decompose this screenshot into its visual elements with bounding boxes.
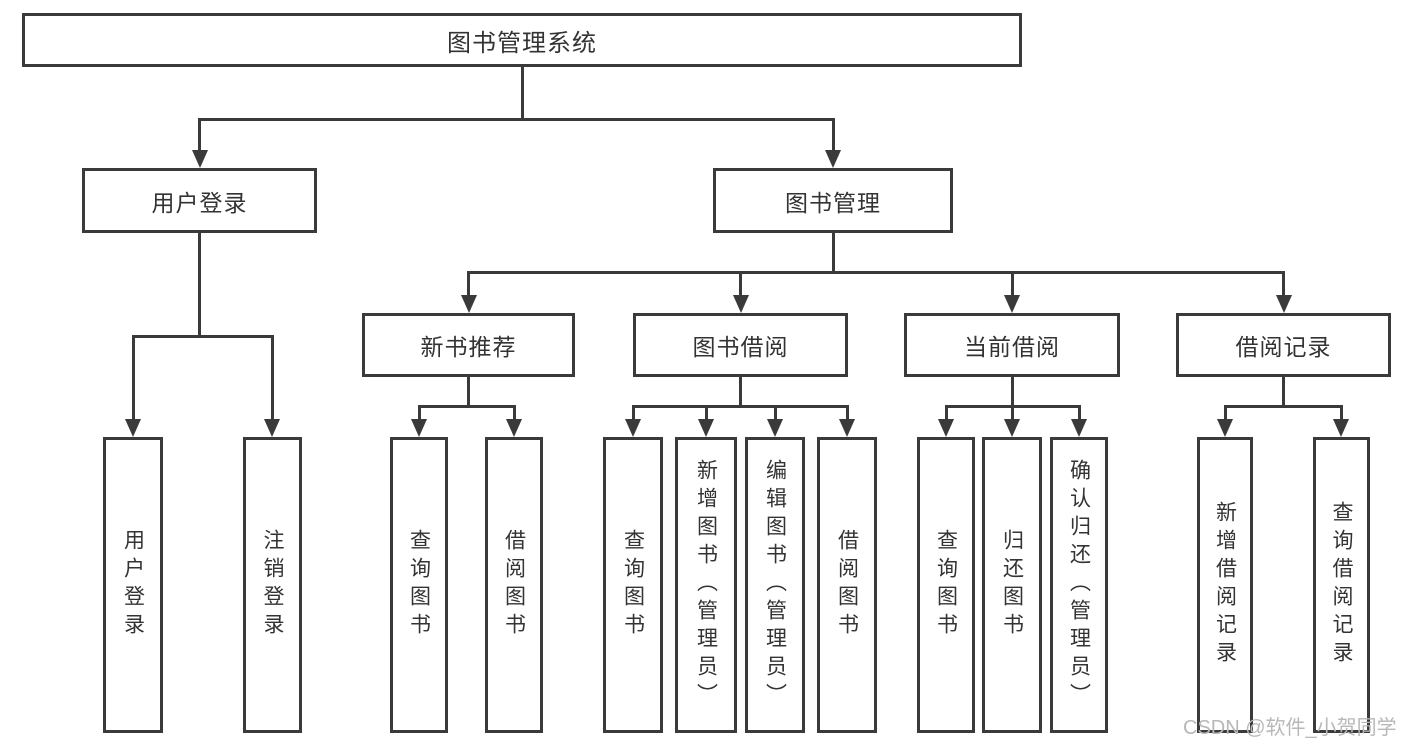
arrow-down-icon bbox=[1004, 419, 1020, 437]
edge-book-borrowing-hbar bbox=[631, 405, 849, 408]
node-root-label: 图书管理系统 bbox=[447, 29, 597, 57]
edge-root-vline bbox=[520, 67, 524, 120]
leaf-edit-books-admin-label: 编辑图书（管理员） bbox=[763, 459, 787, 711]
leaf-query-borrow-record-label: 查询借阅记录 bbox=[1330, 501, 1353, 669]
arrow-down-icon bbox=[1217, 419, 1233, 437]
leaf-query-books-borrowing-label: 查询图书 bbox=[621, 529, 645, 641]
node-book-borrowing-label: 图书借阅 bbox=[692, 334, 789, 360]
edge-to-borrowing-records-stub bbox=[1282, 271, 1285, 297]
arrow-down-icon bbox=[625, 419, 641, 437]
edge-stub bbox=[631, 405, 635, 421]
arrow-down-icon bbox=[1004, 295, 1020, 313]
leaf-add-books-admin-label: 新增图书（管理员） bbox=[694, 459, 718, 711]
leaf-confirm-return-admin: 确认归还（管理员） bbox=[1050, 437, 1108, 733]
node-user-login: 用户登录 bbox=[82, 168, 317, 233]
node-user-login-label: 用户登录 bbox=[151, 189, 248, 216]
node-book-management-label: 图书管理 bbox=[785, 189, 881, 216]
arrow-down-icon bbox=[264, 419, 280, 437]
edge-stub bbox=[1077, 405, 1081, 421]
arrow-down-icon bbox=[767, 419, 783, 437]
leaf-borrow-books-recommend: 借阅图书 bbox=[485, 437, 543, 733]
edge-to-new-book-recommend-stub bbox=[467, 271, 470, 297]
arrow-down-icon bbox=[825, 150, 841, 168]
edge-stub bbox=[1223, 405, 1227, 421]
edge-new-book-recommend-vline bbox=[467, 377, 470, 408]
edge-stub bbox=[417, 405, 421, 421]
leaf-query-borrow-record: 查询借阅记录 bbox=[1313, 437, 1370, 733]
node-current-borrowing-label: 当前借阅 bbox=[964, 334, 1060, 360]
edge-to-leaf-logout-stub bbox=[270, 335, 274, 421]
node-book-borrowing: 图书借阅 bbox=[633, 313, 848, 377]
arrow-down-icon bbox=[732, 295, 749, 313]
leaf-borrow-books: 借阅图书 bbox=[817, 437, 877, 733]
leaf-add-borrow-record-label: 新增借阅记录 bbox=[1213, 501, 1237, 669]
edge-user-login-hbar bbox=[131, 335, 274, 338]
edge-stub bbox=[1339, 405, 1343, 421]
edge-stub bbox=[1010, 405, 1014, 421]
edge-to-current-borrowing-stub bbox=[1010, 271, 1014, 297]
edge-to-book-borrowing-stub bbox=[739, 271, 742, 297]
node-current-borrowing: 当前借阅 bbox=[904, 313, 1120, 377]
edge-borrowing-records-vline bbox=[1282, 377, 1285, 408]
arrow-down-icon bbox=[125, 419, 141, 437]
edge-new-book-recommend-hbar bbox=[417, 405, 516, 408]
edge-book-borrowing-vline bbox=[739, 377, 742, 408]
edge-book-management-vline bbox=[831, 233, 835, 274]
node-new-book-recommend: 新书推荐 bbox=[362, 313, 575, 377]
edge-root-to-user-login-stub bbox=[198, 118, 201, 152]
leaf-add-borrow-record: 新增借阅记录 bbox=[1197, 437, 1253, 733]
arrow-down-icon bbox=[506, 419, 522, 437]
edge-borrowing-records-hbar bbox=[1223, 405, 1343, 408]
leaf-logout: 注销登录 bbox=[243, 437, 302, 733]
arrow-down-icon bbox=[839, 419, 855, 437]
edge-to-leaf-user-login-stub bbox=[131, 335, 135, 421]
arrow-down-icon bbox=[411, 419, 427, 437]
leaf-user-login: 用户登录 bbox=[103, 437, 163, 733]
leaf-query-books-current-label: 查询图书 bbox=[934, 529, 958, 641]
node-root: 图书管理系统 bbox=[22, 13, 1022, 67]
leaf-edit-books-admin: 编辑图书（管理员） bbox=[745, 437, 805, 733]
edge-current-borrowing-vline bbox=[1010, 377, 1014, 408]
arrow-down-icon bbox=[191, 150, 208, 168]
leaf-borrow-books-label: 借阅图书 bbox=[835, 529, 859, 641]
leaf-logout-label: 注销登录 bbox=[261, 529, 284, 641]
edge-stub bbox=[845, 405, 849, 421]
edge-stub bbox=[512, 405, 516, 421]
arrow-down-icon bbox=[938, 419, 954, 437]
leaf-return-books-label: 归还图书 bbox=[1000, 529, 1024, 641]
edge-stub bbox=[773, 405, 777, 421]
node-book-management: 图书管理 bbox=[713, 168, 953, 233]
node-borrowing-records-label: 借阅记录 bbox=[1235, 334, 1332, 360]
node-borrowing-records: 借阅记录 bbox=[1176, 313, 1391, 377]
edge-stub bbox=[944, 405, 948, 421]
arrow-down-icon bbox=[460, 295, 477, 313]
edge-root-to-book-management-stub bbox=[831, 118, 835, 152]
csdn-watermark: CSDN @软件_小贺同学 bbox=[1183, 717, 1397, 739]
leaf-query-books-borrowing: 查询图书 bbox=[603, 437, 663, 733]
leaf-query-books-recommend: 查询图书 bbox=[390, 437, 448, 733]
leaf-user-login-label: 用户登录 bbox=[121, 529, 145, 641]
arrow-down-icon bbox=[1071, 419, 1087, 437]
arrow-down-icon bbox=[698, 419, 714, 437]
edge-book-management-hbar bbox=[467, 271, 1285, 274]
arrow-down-icon bbox=[1275, 295, 1292, 313]
leaf-query-books-recommend-label: 查询图书 bbox=[407, 529, 431, 641]
edge-root-hbar bbox=[198, 118, 834, 121]
leaf-confirm-return-admin-label: 确认归还（管理员） bbox=[1067, 459, 1091, 711]
leaf-query-books-current: 查询图书 bbox=[917, 437, 975, 733]
leaf-return-books: 归还图书 bbox=[982, 437, 1042, 733]
arrow-down-icon bbox=[1333, 419, 1349, 437]
leaf-borrow-books-recommend-label: 借阅图书 bbox=[502, 529, 526, 641]
edge-stub bbox=[704, 405, 708, 421]
leaf-add-books-admin: 新增图书（管理员） bbox=[675, 437, 737, 733]
node-new-book-recommend-label: 新书推荐 bbox=[420, 334, 517, 360]
edge-user-login-vline bbox=[198, 233, 201, 338]
